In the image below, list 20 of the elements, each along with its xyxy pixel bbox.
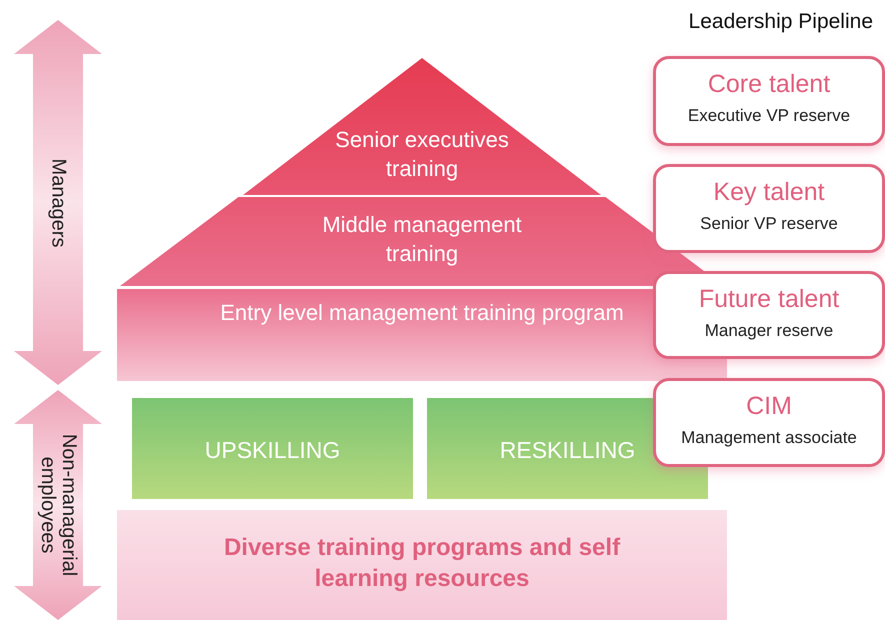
card-heading: CIM — [745, 391, 793, 421]
card-subtitle: Executive VP reserve — [686, 106, 852, 126]
card-heading: Key talent — [712, 177, 826, 207]
band-label: Managers — [48, 158, 68, 247]
card-heading: Core talent — [706, 69, 832, 99]
layer-label: Middle management training — [321, 211, 523, 268]
talent-card — [653, 271, 885, 359]
layer-label: UPSKILLING — [204, 436, 342, 465]
card-subtitle: Manager reserve — [704, 321, 834, 342]
talent-card — [653, 164, 885, 253]
layer-label: Entry level management training program — [219, 299, 625, 327]
card-subtitle: Management associate — [680, 428, 858, 448]
layer-label: Diverse training programs and self learning resources — [222, 533, 622, 594]
card-subtitle: Senior VP reserve — [699, 214, 839, 234]
card-heading: Future talent — [698, 284, 840, 314]
band-label: Non-managerial employees — [37, 432, 79, 578]
talent-card — [653, 378, 885, 467]
talent-card — [653, 56, 885, 146]
diagram-title: Leadership Pipeline — [688, 10, 873, 34]
layer-label: Senior executives training — [334, 126, 510, 183]
